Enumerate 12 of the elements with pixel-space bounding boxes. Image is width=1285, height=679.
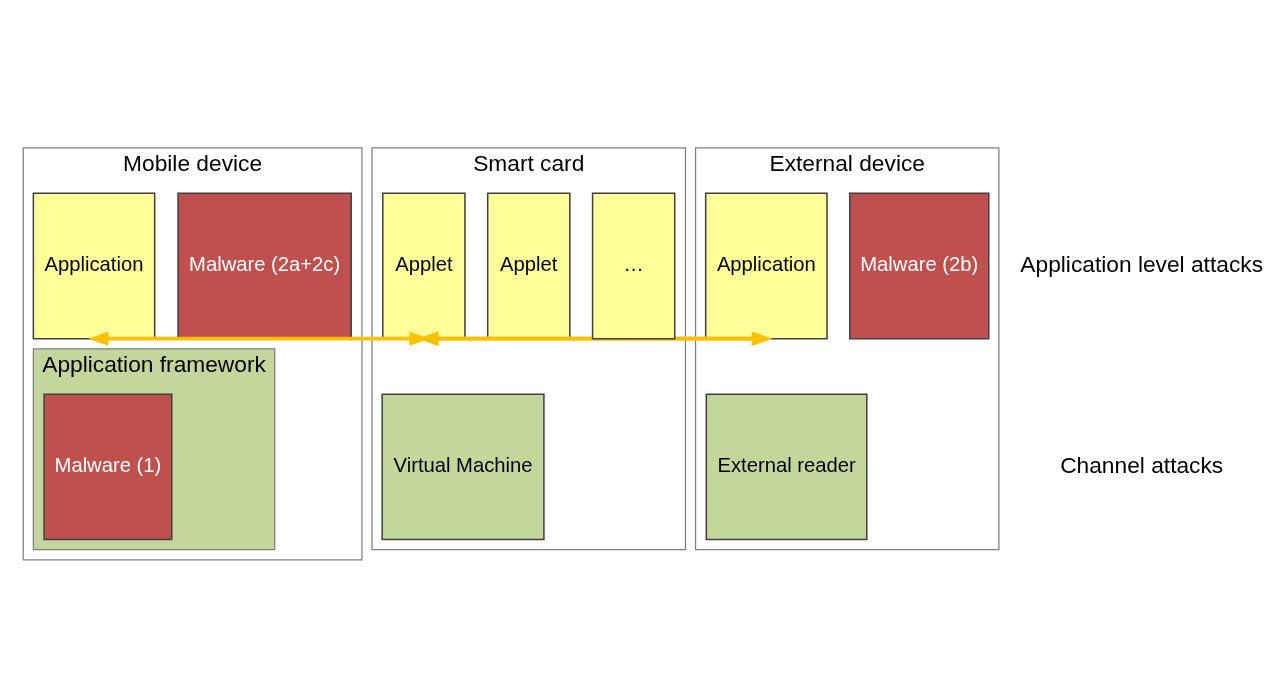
node-box: Virtual Machine	[381, 393, 545, 540]
node-box: Malware (2b)	[849, 192, 990, 339]
node-box: Malware (1)	[43, 393, 173, 540]
node-box: …	[591, 192, 676, 339]
node-box: Applet	[486, 192, 571, 339]
node-box: Application	[32, 192, 156, 339]
node-box: External reader	[705, 393, 868, 540]
node-box: Application	[704, 192, 828, 339]
node-box: Applet	[382, 192, 466, 339]
node-box: Malware (2a+2c)	[177, 192, 352, 339]
label: Channel attacks	[1060, 451, 1224, 478]
label: Application level attacks	[1020, 250, 1264, 277]
